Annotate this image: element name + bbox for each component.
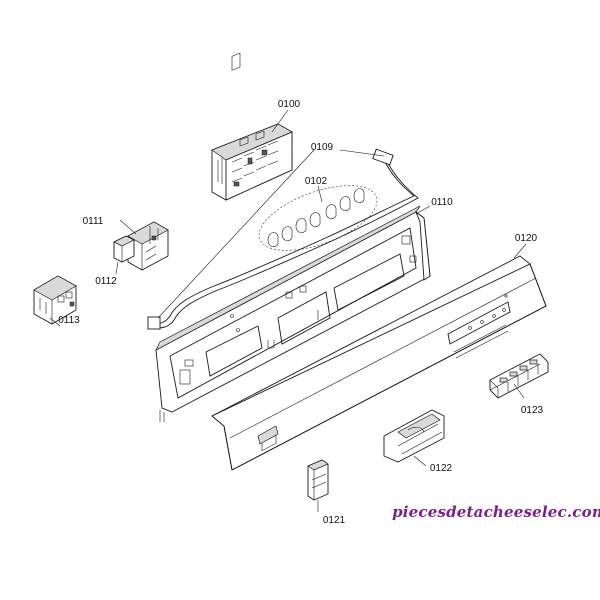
label-0100: 0100 [278, 99, 301, 110]
label-0110: 0110 [431, 197, 453, 208]
part-0113-switch-block [33, 275, 77, 325]
part-0111-relay-holder [127, 221, 169, 271]
label-0121: 0121 [323, 515, 346, 526]
part-0110-panel-frame [155, 205, 431, 422]
label-0102: 0102 [305, 176, 328, 187]
label-0122: 0122 [430, 463, 453, 474]
part-0102-connector-set [258, 185, 378, 251]
part-0120-fascia-panel [211, 255, 547, 471]
label-0120: 0120 [515, 233, 538, 244]
leader-lines [49, 109, 527, 512]
label-0123: 0123 [521, 405, 544, 416]
part-0100-control-module [211, 52, 293, 201]
label-0111: 0111 [83, 216, 104, 227]
part-0123-button-keys [489, 353, 549, 399]
label-0112: 0112 [95, 276, 117, 287]
part-0109-wiring-harness [147, 148, 419, 330]
label-0113: 0113 [58, 315, 80, 326]
part-0112-relay [113, 235, 135, 263]
label-0109: 0109 [311, 142, 334, 153]
part-0122-door-handle [383, 409, 445, 463]
watermark-text: piecesdetacheeselec.com [392, 503, 600, 521]
part-0121-latch-clip [307, 459, 329, 501]
